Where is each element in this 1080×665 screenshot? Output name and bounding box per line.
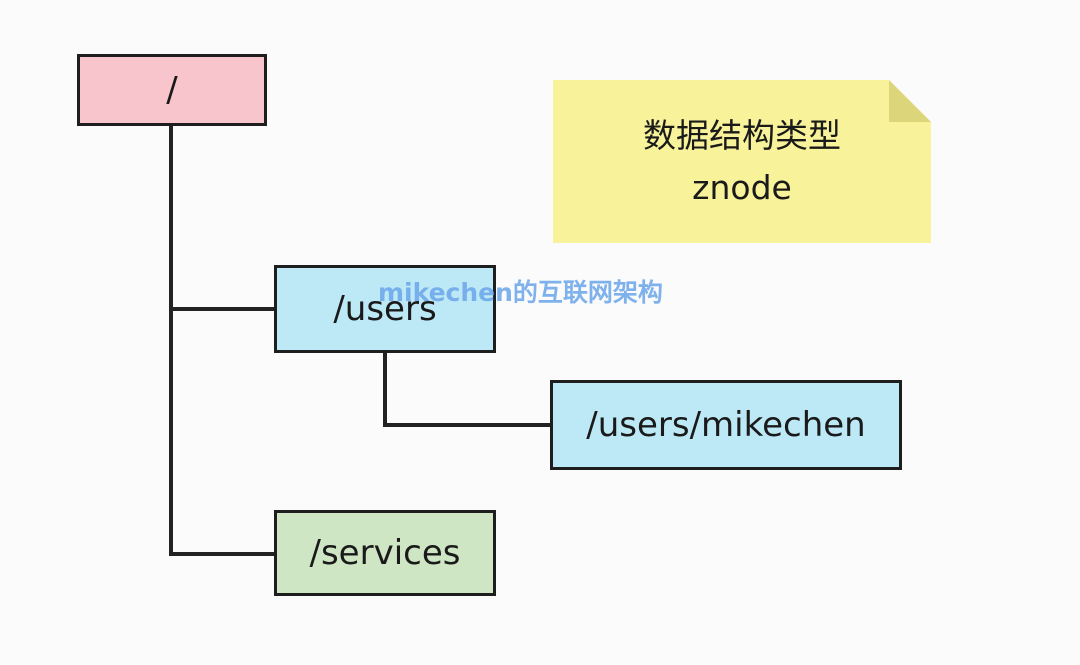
sticky-note-shape [553, 80, 931, 243]
node-root: / [77, 54, 267, 126]
sticky-note-text: 数据结构类型 znode [553, 80, 931, 243]
node-users: /users [274, 265, 496, 353]
node-services: /services [274, 510, 496, 596]
node-users-mikechen-label: /users/mikechen [586, 405, 866, 445]
node-users-mikechen: /users/mikechen [550, 380, 902, 470]
connector-users-to-mikechen [383, 423, 553, 427]
sticky-note-body [553, 80, 931, 243]
sticky-note: 数据结构类型 znode [553, 80, 931, 243]
node-users-label: /users [333, 289, 437, 329]
node-root-label: / [166, 70, 178, 110]
sticky-note-fold [889, 80, 931, 122]
connector-root-to-users [169, 307, 277, 311]
connector-root-to-services [169, 552, 277, 556]
connector-users-trunk [383, 351, 387, 427]
note-line-1: 数据结构类型 [643, 116, 841, 156]
watermark-text: mikechen的互联网架构 [378, 278, 663, 307]
node-services-label: /services [309, 533, 461, 573]
connector-root-trunk [169, 124, 173, 556]
note-line-2: znode [692, 167, 792, 207]
